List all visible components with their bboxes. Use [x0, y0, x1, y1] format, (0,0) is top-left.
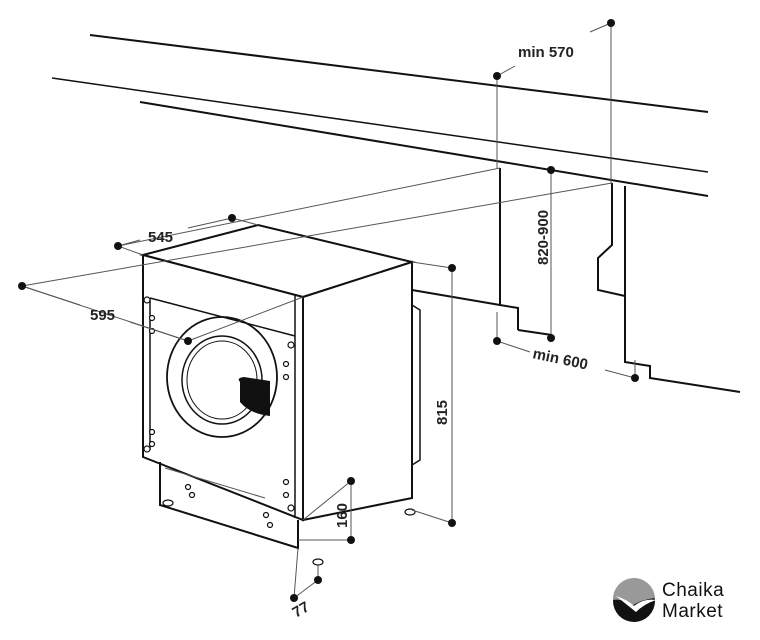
label-545: 545	[148, 229, 173, 246]
logo-text: Chaika Market	[662, 580, 724, 622]
label-160: 160	[334, 503, 351, 528]
label-min-600: min 600	[531, 345, 589, 373]
niche-outline	[411, 168, 741, 393]
door-handle	[238, 377, 270, 416]
label-77: 77	[290, 598, 313, 621]
worktop-lines	[51, 34, 709, 197]
label-min-570: min 570	[518, 44, 574, 61]
logo-line-2: Market	[662, 601, 724, 622]
label-595: 595	[90, 307, 115, 324]
dimension-dots	[18, 19, 639, 602]
chaika-logo-icon	[612, 577, 656, 622]
logo-line-1: Chaika	[662, 580, 725, 601]
washing-machine	[139, 223, 421, 566]
label-820-900: 820-900	[535, 210, 552, 265]
dimension-lines	[21, 22, 636, 599]
label-815: 815	[434, 400, 451, 425]
door-ring	[166, 316, 278, 438]
